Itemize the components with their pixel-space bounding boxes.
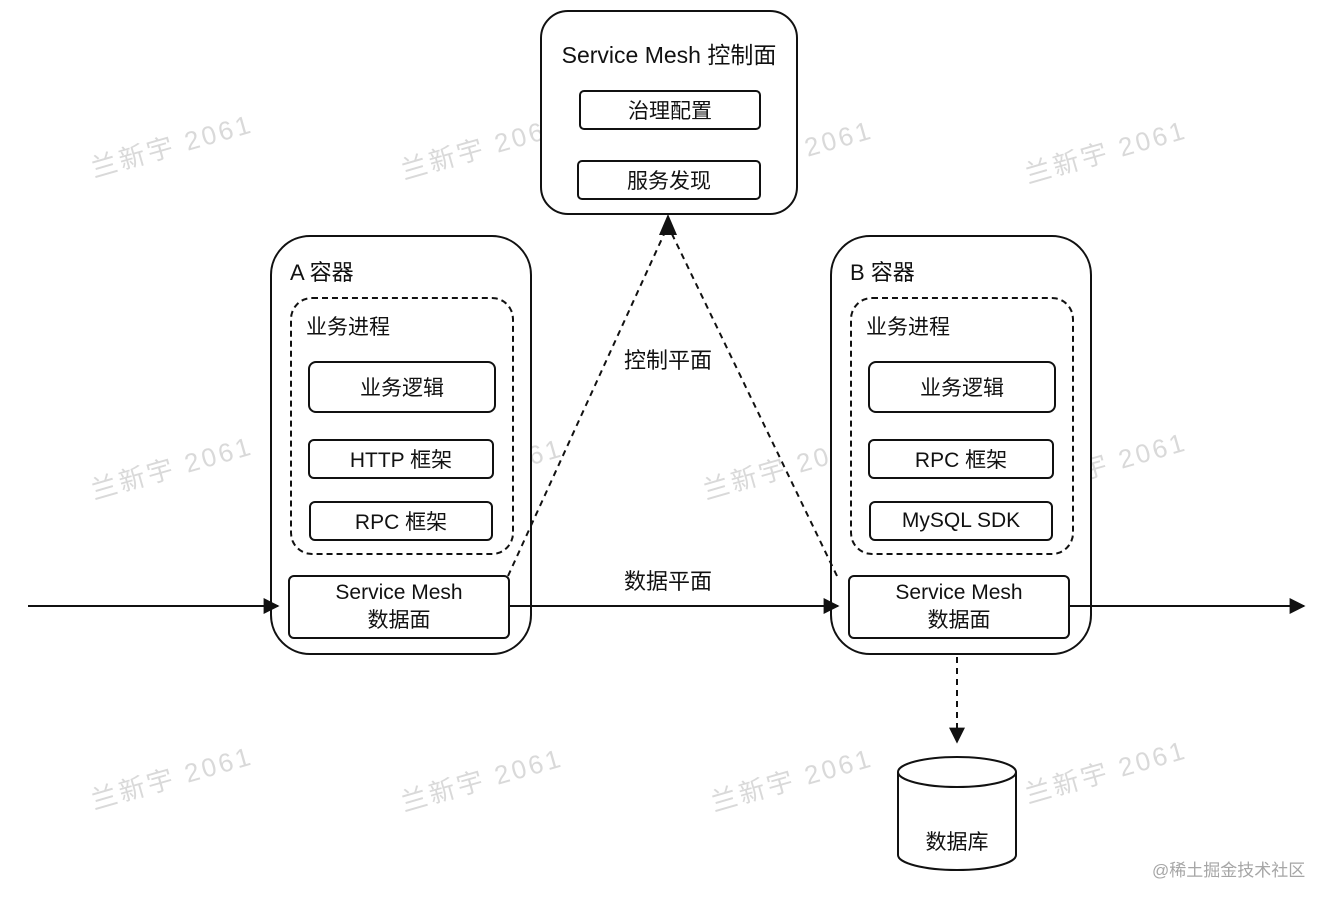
control-plane-edge-label: 控制平面	[623, 348, 712, 373]
container-b-box: B 容器 业务进程 业务逻辑 RPC 框架 MySQL SDK Service …	[830, 235, 1092, 655]
watermark-text: 兰新宇 2061	[1021, 734, 1191, 810]
database-label: 数据库	[925, 831, 989, 854]
rpc-framework-box-b: RPC 框架	[868, 439, 1054, 479]
container-a-process-box: 业务进程 业务逻辑 HTTP 框架 RPC 框架	[290, 297, 514, 555]
watermark-text: 兰新宇 2061	[397, 742, 567, 818]
watermark-text: 兰新宇 2061	[87, 108, 257, 184]
container-b-process-title: 业务进程	[866, 316, 950, 339]
business-logic-box-b: 业务逻辑	[868, 361, 1056, 413]
container-a-box: A 容器 业务进程 业务逻辑 HTTP 框架 RPC 框架 Service Me…	[270, 235, 532, 655]
watermark-text: 兰新宇 2061	[707, 742, 877, 818]
container-a-process-title: 业务进程	[306, 316, 390, 339]
container-b-title: B 容器	[850, 260, 915, 285]
control-plane-arrowhead	[659, 214, 677, 235]
rpc-framework-box-a: RPC 框架	[309, 501, 493, 541]
data-plane-b-line1: Service Mesh	[895, 580, 1023, 604]
data-plane-box-b: Service Mesh 数据面	[848, 575, 1070, 639]
container-b-process-box: 业务进程 业务逻辑 RPC 框架 MySQL SDK	[850, 297, 1074, 555]
data-plane-a-line1: Service Mesh	[335, 580, 463, 604]
watermark-text: 兰新宇 2061	[87, 430, 257, 506]
control-plane-box: Service Mesh 控制面 治理配置 服务发现	[540, 10, 798, 215]
watermark-text: 兰新宇 2061	[87, 740, 257, 816]
watermark-text: 兰新宇 2061	[1021, 114, 1191, 190]
data-plane-b-line2: 数据面	[927, 609, 991, 632]
control-plane-link-b	[670, 231, 838, 577]
mysql-sdk-box: MySQL SDK	[869, 501, 1053, 541]
container-a-title: A 容器	[290, 260, 354, 285]
data-plane-box-a: Service Mesh 数据面	[288, 575, 510, 639]
governance-config-box: 治理配置	[579, 90, 761, 130]
data-plane-a-line2: 数据面	[367, 609, 431, 632]
http-framework-box: HTTP 框架	[308, 439, 494, 479]
community-watermark: @稀土掘金技术社区	[1152, 861, 1306, 880]
business-logic-box-a: 业务逻辑	[308, 361, 496, 413]
control-plane-title: Service Mesh 控制面	[561, 42, 777, 68]
service-discovery-box: 服务发现	[577, 160, 761, 200]
data-plane-edge-label: 数据平面	[623, 569, 712, 594]
